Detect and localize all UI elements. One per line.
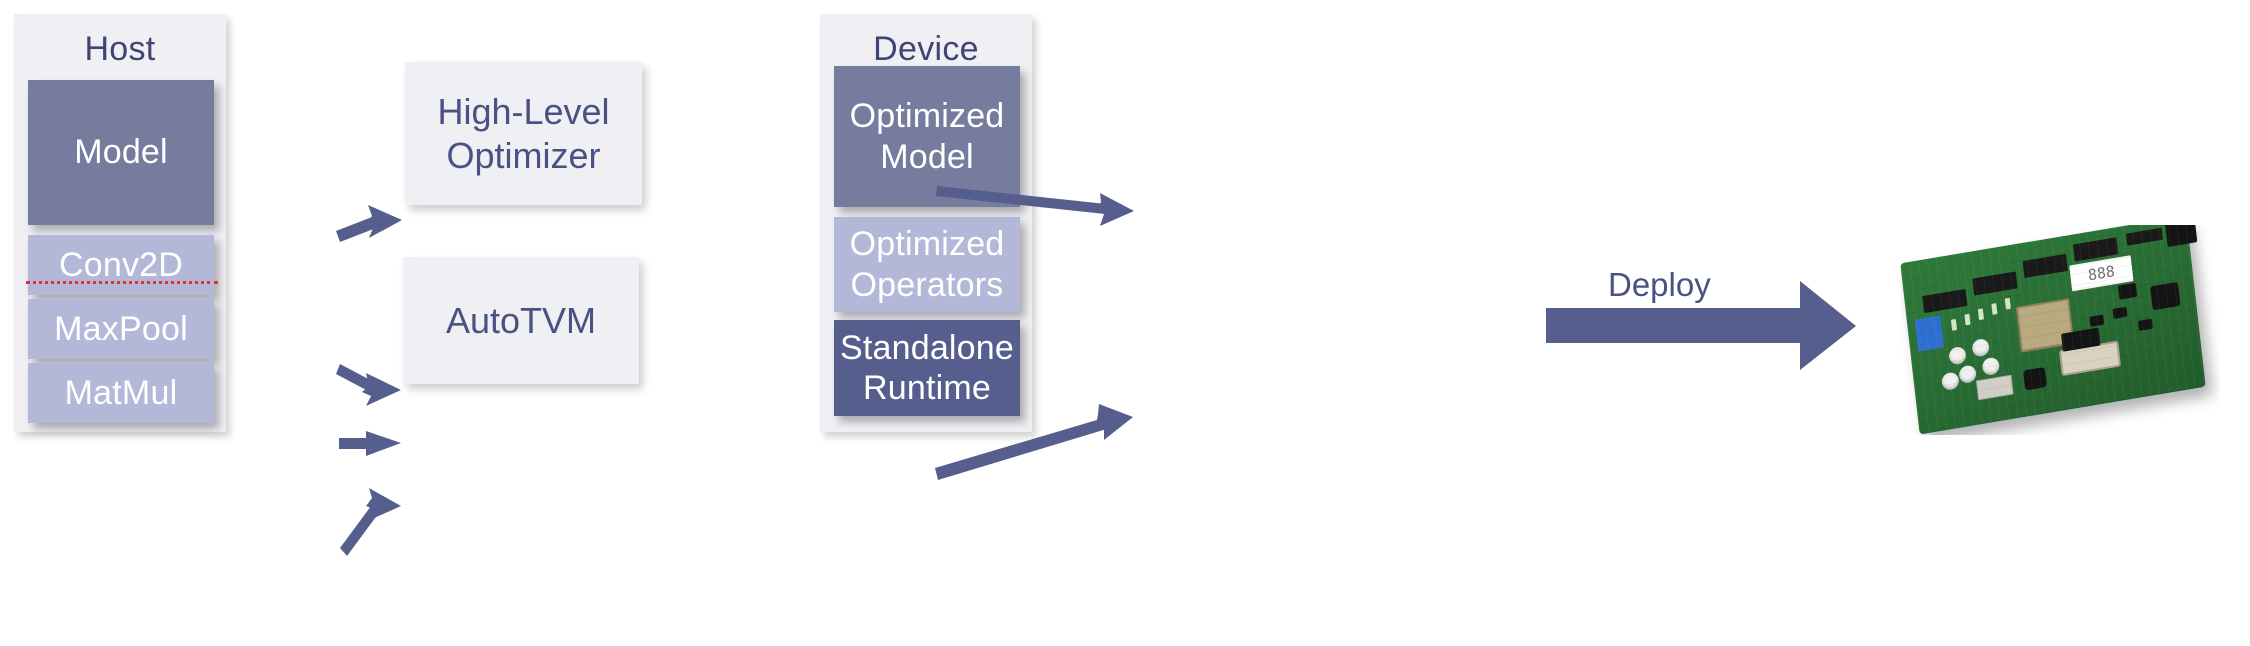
fpga-board: 888 [1900,225,2206,435]
host-block-model-label: Model [74,133,168,172]
host-block-conv2d-label: Conv2D [26,245,218,285]
led-2 [1964,313,1971,326]
smd-part-4 [2137,318,2153,331]
host-panel: Host Model Conv2D MaxPool MatMul [14,14,226,432]
smd-part-3 [2117,282,2138,300]
vga-shroud [2061,327,2101,352]
fpga-board-image: 888 [1900,225,2220,435]
smd-part-1 [2089,314,2105,327]
pin-header-1 [1922,288,1968,314]
device-block-optimized-operators-label: Optimized Operators [849,225,1005,304]
push-button-4 [1981,356,2001,377]
push-button-2 [1971,337,1991,358]
host-block-model[interactable]: Model [28,80,214,225]
host-block-matmul[interactable]: MatMul [28,363,214,423]
host-block-maxpool-label: MaxPool [54,309,188,348]
device-block-optimized-operators[interactable]: Optimized Operators [834,217,1020,312]
device-block-standalone-runtime-label: Standalone Runtime [839,328,1015,407]
device-block-optimized-model-label: Optimized Model [849,97,1005,176]
usb-connector [2150,281,2181,311]
arrow-maxpool-to-autotvm [339,431,401,456]
device-block-optimized-model[interactable]: Optimized Model [834,66,1020,207]
pin-header-4 [2072,237,2119,262]
vga-connector [2058,340,2122,377]
arrow-matmul-to-autotvm [340,488,401,556]
seven-segment-display [2069,255,2134,292]
pin-header-5 [2126,227,2163,246]
push-button-1 [1948,345,1967,366]
smd-part-2 [2112,306,2128,319]
led-1 [1950,318,1958,331]
fpga-chip [2015,297,2075,353]
device-panel: Device Optimized Model Optimized Operato… [820,14,1032,432]
process-box-high-level-optimizer[interactable]: High-Level Optimizer [405,62,642,205]
pin-header-3 [2022,253,2068,279]
device-panel-title: Device [873,30,979,68]
host-block-matmul-label: MatMul [64,373,178,412]
seven-segment-digits: 888 [2069,257,2134,290]
idc-connector [2164,225,2198,247]
host-block-conv2d[interactable]: Conv2D [26,235,218,295]
arrow-model-to-high-level-optimizer [336,205,402,242]
device-block-standalone-runtime[interactable]: Standalone Runtime [834,320,1020,416]
led-4 [1991,303,1998,315]
host-panel-title: Host [84,30,156,68]
pin-header-2 [1972,271,2018,296]
led-3 [1977,308,1985,321]
power-jack [2023,366,2047,391]
process-box-autotvm[interactable]: AutoTVM [403,257,639,384]
led-5 [2004,297,2011,310]
process-box-high-level-optimizer-label: High-Level Optimizer [437,91,610,176]
deploy-label: Deploy [1608,266,1711,303]
host-block-maxpool[interactable]: MaxPool [28,299,214,359]
arrow-conv2d-to-autotvm [336,364,401,406]
sd-card-slot [1975,374,2014,401]
push-button-3 [1958,364,1977,385]
dip-switch-bank [1914,315,1944,352]
process-box-autotvm-label: AutoTVM [445,299,597,341]
push-button-5 [1941,371,1960,392]
